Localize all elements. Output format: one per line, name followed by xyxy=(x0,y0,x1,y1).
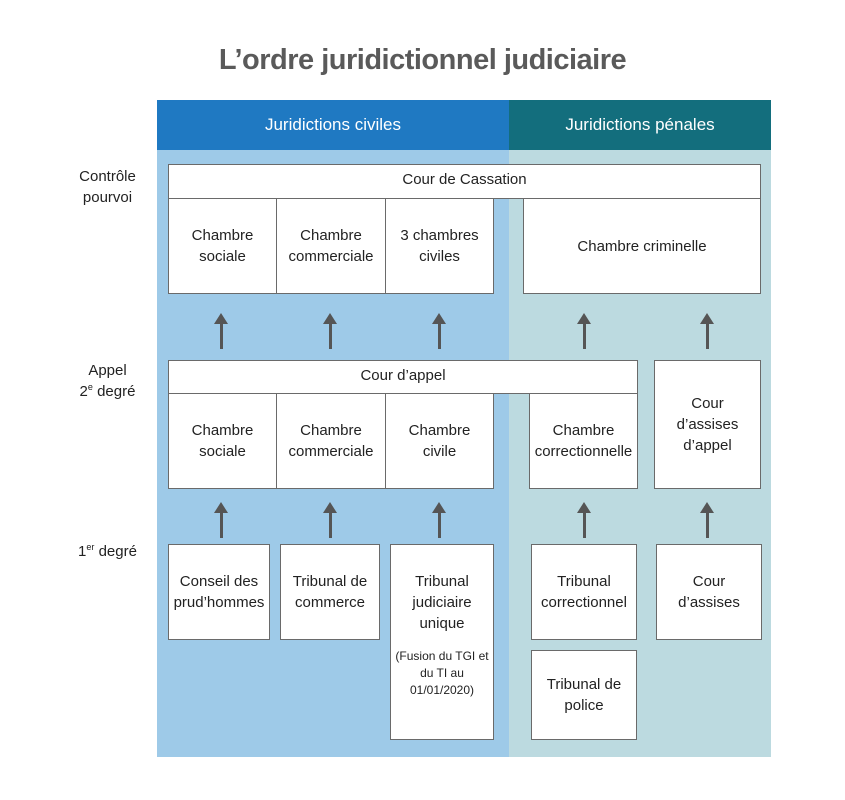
penal-column-header: Juridictions pénales xyxy=(509,100,771,150)
appel-chambre-correctionnelle: Chambre correctionnelle xyxy=(529,393,638,489)
arrow-up-icon xyxy=(214,313,228,349)
cour-d-assises-d-appel: Cour d’assises d’appel xyxy=(654,360,761,489)
row-label-control: Contrôle pourvoi xyxy=(60,166,155,208)
row-label-control-line1: Contrôle xyxy=(79,168,136,185)
appeal-degree-word: degré xyxy=(97,383,136,400)
tribunal-judiciaire-note: (Fusion du TGI et du TI au 01/01/2020) xyxy=(395,649,489,697)
arrow-up-icon xyxy=(432,502,446,538)
arrow-up-icon xyxy=(700,502,714,538)
civil-column-label: Juridictions civiles xyxy=(264,115,402,134)
appel-chambre-sociale: Chambre sociale xyxy=(168,393,277,489)
tribunal-correctionnel: Tribunal correctionnel xyxy=(531,544,637,640)
first-degree-superscript: er xyxy=(86,542,95,552)
row-label-appeal-line2: 2e degré xyxy=(60,381,155,402)
row-label-appeal-line1: Appel xyxy=(88,362,127,379)
civil-column-header: Juridictions civiles xyxy=(157,100,509,150)
cassation-chambre-commerciale: Chambre commerciale xyxy=(276,198,386,294)
conseil-des-prudhommes: Conseil des prud’hommes xyxy=(168,544,270,640)
penal-column-label: Juridictions pénales xyxy=(565,115,715,134)
cassation-chambre-sociale: Chambre sociale xyxy=(168,198,277,294)
cour-de-cassation-bar: Cour de Cassation xyxy=(168,164,761,199)
arrow-up-icon xyxy=(577,502,591,538)
row-label-first-degree: 1er degré xyxy=(60,541,155,562)
arrow-up-icon xyxy=(432,313,446,349)
row-label-control-line2: pourvoi xyxy=(82,189,133,206)
appeal-degree-number: 2 xyxy=(79,383,88,400)
first-degree-number: 1 xyxy=(78,543,87,560)
tribunal-de-police: Tribunal de police xyxy=(531,650,637,740)
arrow-up-icon xyxy=(323,502,337,538)
first-degree-word: degré xyxy=(98,543,137,560)
appel-chambre-commerciale: Chambre commerciale xyxy=(276,393,386,489)
appel-chambre-civile: Chambre civile xyxy=(385,393,494,489)
tribunal-de-commerce: Tribunal de commerce xyxy=(280,544,380,640)
cassation-chambres-civiles: 3 chambres civiles xyxy=(385,198,494,294)
row-label-appeal: Appel 2e degré xyxy=(60,360,155,402)
tribunal-judiciaire-unique: Tribunal judiciaire unique (Fusion du TG… xyxy=(390,544,494,740)
cassation-chambre-criminelle: Chambre criminelle xyxy=(523,198,761,294)
arrow-up-icon xyxy=(214,502,228,538)
row-label-first-degree-line: 1er degré xyxy=(60,541,155,562)
cour-d-assises: Cour d’assises xyxy=(656,544,762,640)
arrow-up-icon xyxy=(323,313,337,349)
diagram-title: L’ordre juridictionnel judiciaire xyxy=(218,44,627,76)
tribunal-judiciaire-label: Tribunal judiciaire unique xyxy=(412,573,472,632)
arrow-up-icon xyxy=(577,313,591,349)
cour-d-appel-bar: Cour d’appel xyxy=(168,360,638,394)
appeal-degree-superscript: e xyxy=(87,382,93,392)
arrow-up-icon xyxy=(700,313,714,349)
